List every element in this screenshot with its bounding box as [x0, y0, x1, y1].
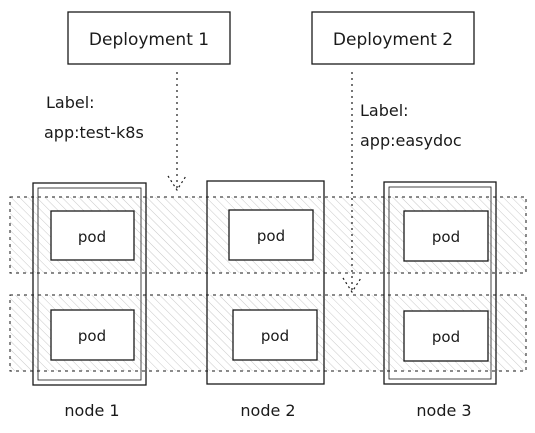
node-2-label: node 2: [240, 401, 295, 420]
deployment-1-box: [67, 11, 231, 65]
deployment-2-label-heading: Label:: [360, 101, 409, 120]
pod-box: [50, 210, 135, 261]
pod-node1-top: pod: [50, 210, 135, 261]
deployment-1-label-heading: Label:: [46, 93, 95, 112]
pod-box: [403, 310, 489, 362]
pod-node1-bottom: pod: [50, 309, 135, 361]
node-1-label: node 1: [64, 401, 119, 420]
pod-label: pod: [78, 327, 106, 345]
node-3: [383, 181, 497, 385]
deployment-2-arrow: [342, 72, 362, 294]
pod-box: [403, 210, 489, 262]
node-3-box: [383, 181, 497, 385]
pod-box: [228, 209, 314, 261]
pod-box: [232, 309, 318, 361]
pod-label: pod: [432, 228, 460, 246]
pod-label: pod: [261, 327, 289, 345]
node-1: [32, 182, 147, 386]
deployment-2-box: [311, 11, 475, 65]
deployment-2: Deployment 2: [311, 11, 475, 65]
pod-node3-top: pod: [403, 210, 489, 262]
deployment-2-title: Deployment 2: [333, 30, 453, 50]
node-2-box: [206, 180, 325, 385]
node-1-box-inner: [37, 187, 142, 381]
pod-node2-top: pod: [228, 209, 314, 261]
deployment-1: Deployment 1: [67, 11, 231, 65]
pod-label: pod: [78, 228, 106, 246]
pod-node2-bottom: pod: [232, 309, 318, 361]
deployment-1-title: Deployment 1: [89, 30, 209, 50]
deployment-2-label-value: app:easydoc: [360, 131, 462, 150]
deployment-1-arrow: [167, 72, 187, 192]
pod-node3-bottom: pod: [403, 310, 489, 362]
deployment-1-label-value: app:test-k8s: [44, 123, 144, 142]
pod-label: pod: [257, 227, 285, 245]
node-2: [206, 180, 325, 385]
node-3-label: node 3: [416, 401, 471, 420]
node-3-box-inner: [388, 186, 492, 380]
node-1-box: [32, 182, 147, 386]
pod-label: pod: [432, 328, 460, 346]
pod-box: [50, 309, 135, 361]
